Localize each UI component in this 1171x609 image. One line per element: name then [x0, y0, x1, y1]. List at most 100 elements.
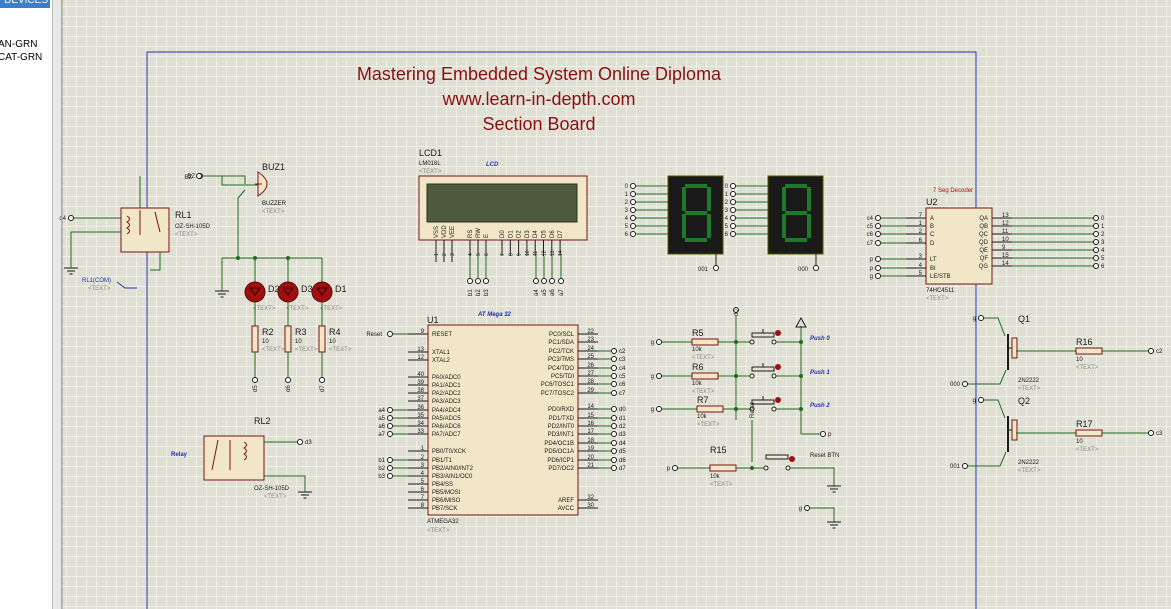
button-knob[interactable]: [775, 330, 781, 336]
resistor-body[interactable]: [1075, 429, 1103, 437]
terminal[interactable]: [68, 215, 74, 221]
terminal[interactable]: [875, 223, 881, 229]
push-button[interactable]: [751, 332, 775, 338]
terminal[interactable]: [611, 415, 617, 421]
terminal[interactable]: [672, 465, 678, 471]
resistor-body[interactable]: [696, 405, 724, 413]
led-d1[interactable]: [311, 281, 333, 303]
terminal[interactable]: [875, 215, 881, 221]
resistor-body[interactable]: [709, 464, 737, 472]
terminal[interactable]: [319, 377, 325, 383]
terminal[interactable]: [630, 215, 636, 221]
resistor-body[interactable]: [691, 338, 719, 346]
devices-header[interactable]: DEVICES: [0, 0, 50, 8]
relay-rl2[interactable]: [203, 435, 265, 481]
terminal[interactable]: [387, 423, 393, 429]
terminal[interactable]: [1148, 348, 1154, 354]
terminal[interactable]: [730, 223, 736, 229]
device-list-item[interactable]: AN-GRN: [0, 39, 38, 50]
transistor-body[interactable]: [1011, 337, 1018, 359]
terminal[interactable]: [962, 463, 968, 469]
terminal[interactable]: [656, 373, 662, 379]
push-button[interactable]: [765, 454, 789, 460]
terminal[interactable]: [611, 356, 617, 362]
terminal[interactable]: [541, 278, 547, 284]
terminal[interactable]: [252, 377, 258, 383]
terminal[interactable]: [533, 278, 539, 284]
terminal[interactable]: [1093, 239, 1099, 245]
terminal[interactable]: [820, 431, 826, 437]
terminal[interactable]: [387, 331, 393, 337]
terminal[interactable]: [978, 315, 984, 321]
resistor-body[interactable]: [251, 325, 259, 353]
terminal[interactable]: [875, 231, 881, 237]
terminal[interactable]: [656, 406, 662, 412]
terminal[interactable]: [730, 231, 736, 237]
terminal[interactable]: [387, 473, 393, 479]
terminal[interactable]: [611, 423, 617, 429]
terminal[interactable]: [1093, 231, 1099, 237]
terminal[interactable]: [387, 415, 393, 421]
resistor-body[interactable]: [318, 325, 326, 353]
terminal[interactable]: [1148, 430, 1154, 436]
terminal[interactable]: [611, 373, 617, 379]
terminal[interactable]: [630, 199, 636, 205]
terminal[interactable]: [387, 465, 393, 471]
terminal[interactable]: [549, 278, 555, 284]
button-knob[interactable]: [775, 397, 781, 403]
terminal[interactable]: [875, 240, 881, 246]
terminal[interactable]: [733, 307, 739, 313]
button-knob[interactable]: [789, 456, 795, 462]
relay-rl1[interactable]: [120, 207, 170, 253]
transistor-body[interactable]: [1011, 419, 1018, 441]
terminal[interactable]: [813, 265, 819, 271]
terminal[interactable]: [630, 223, 636, 229]
terminal[interactable]: [730, 199, 736, 205]
terminal[interactable]: [611, 440, 617, 446]
terminal[interactable]: [387, 407, 393, 413]
terminal[interactable]: [630, 207, 636, 213]
decoder-body[interactable]: [925, 207, 993, 285]
terminal[interactable]: [611, 381, 617, 387]
buzzer-body[interactable]: [257, 171, 268, 197]
terminal[interactable]: [1093, 263, 1099, 269]
schematic-canvas[interactable]: Mastering Embedded System Online Diploma…: [59, 0, 1171, 609]
push-button[interactable]: [751, 366, 775, 372]
terminal[interactable]: [297, 439, 303, 445]
resistor-body[interactable]: [1075, 347, 1103, 355]
terminal[interactable]: [730, 183, 736, 189]
terminal[interactable]: [875, 265, 881, 271]
terminal[interactable]: [285, 377, 291, 383]
terminal[interactable]: [611, 348, 617, 354]
terminal[interactable]: [611, 431, 617, 437]
terminal[interactable]: [467, 278, 473, 284]
mcu-body[interactable]: [427, 324, 579, 516]
terminal[interactable]: [962, 381, 968, 387]
terminal[interactable]: [875, 256, 881, 262]
terminal[interactable]: [630, 191, 636, 197]
terminal[interactable]: [730, 191, 736, 197]
terminal[interactable]: [630, 183, 636, 189]
terminal[interactable]: [611, 390, 617, 396]
terminal[interactable]: [475, 278, 481, 284]
button-knob[interactable]: [775, 364, 781, 370]
panel-scrollbar[interactable]: [52, 0, 62, 609]
terminal[interactable]: [1093, 215, 1099, 221]
terminal[interactable]: [387, 431, 393, 437]
terminal[interactable]: [630, 231, 636, 237]
terminal[interactable]: [656, 339, 662, 345]
terminal[interactable]: [196, 173, 202, 179]
terminal[interactable]: [730, 215, 736, 221]
terminal[interactable]: [611, 365, 617, 371]
terminal[interactable]: [611, 465, 617, 471]
resistor-body[interactable]: [284, 325, 292, 353]
terminal[interactable]: [611, 457, 617, 463]
terminal[interactable]: [611, 406, 617, 412]
led-d2[interactable]: [244, 281, 266, 303]
terminal[interactable]: [713, 265, 719, 271]
led-d3[interactable]: [277, 281, 299, 303]
terminal[interactable]: [1093, 247, 1099, 253]
terminal[interactable]: [1093, 255, 1099, 261]
terminal[interactable]: [978, 397, 984, 403]
terminal[interactable]: [1093, 223, 1099, 229]
